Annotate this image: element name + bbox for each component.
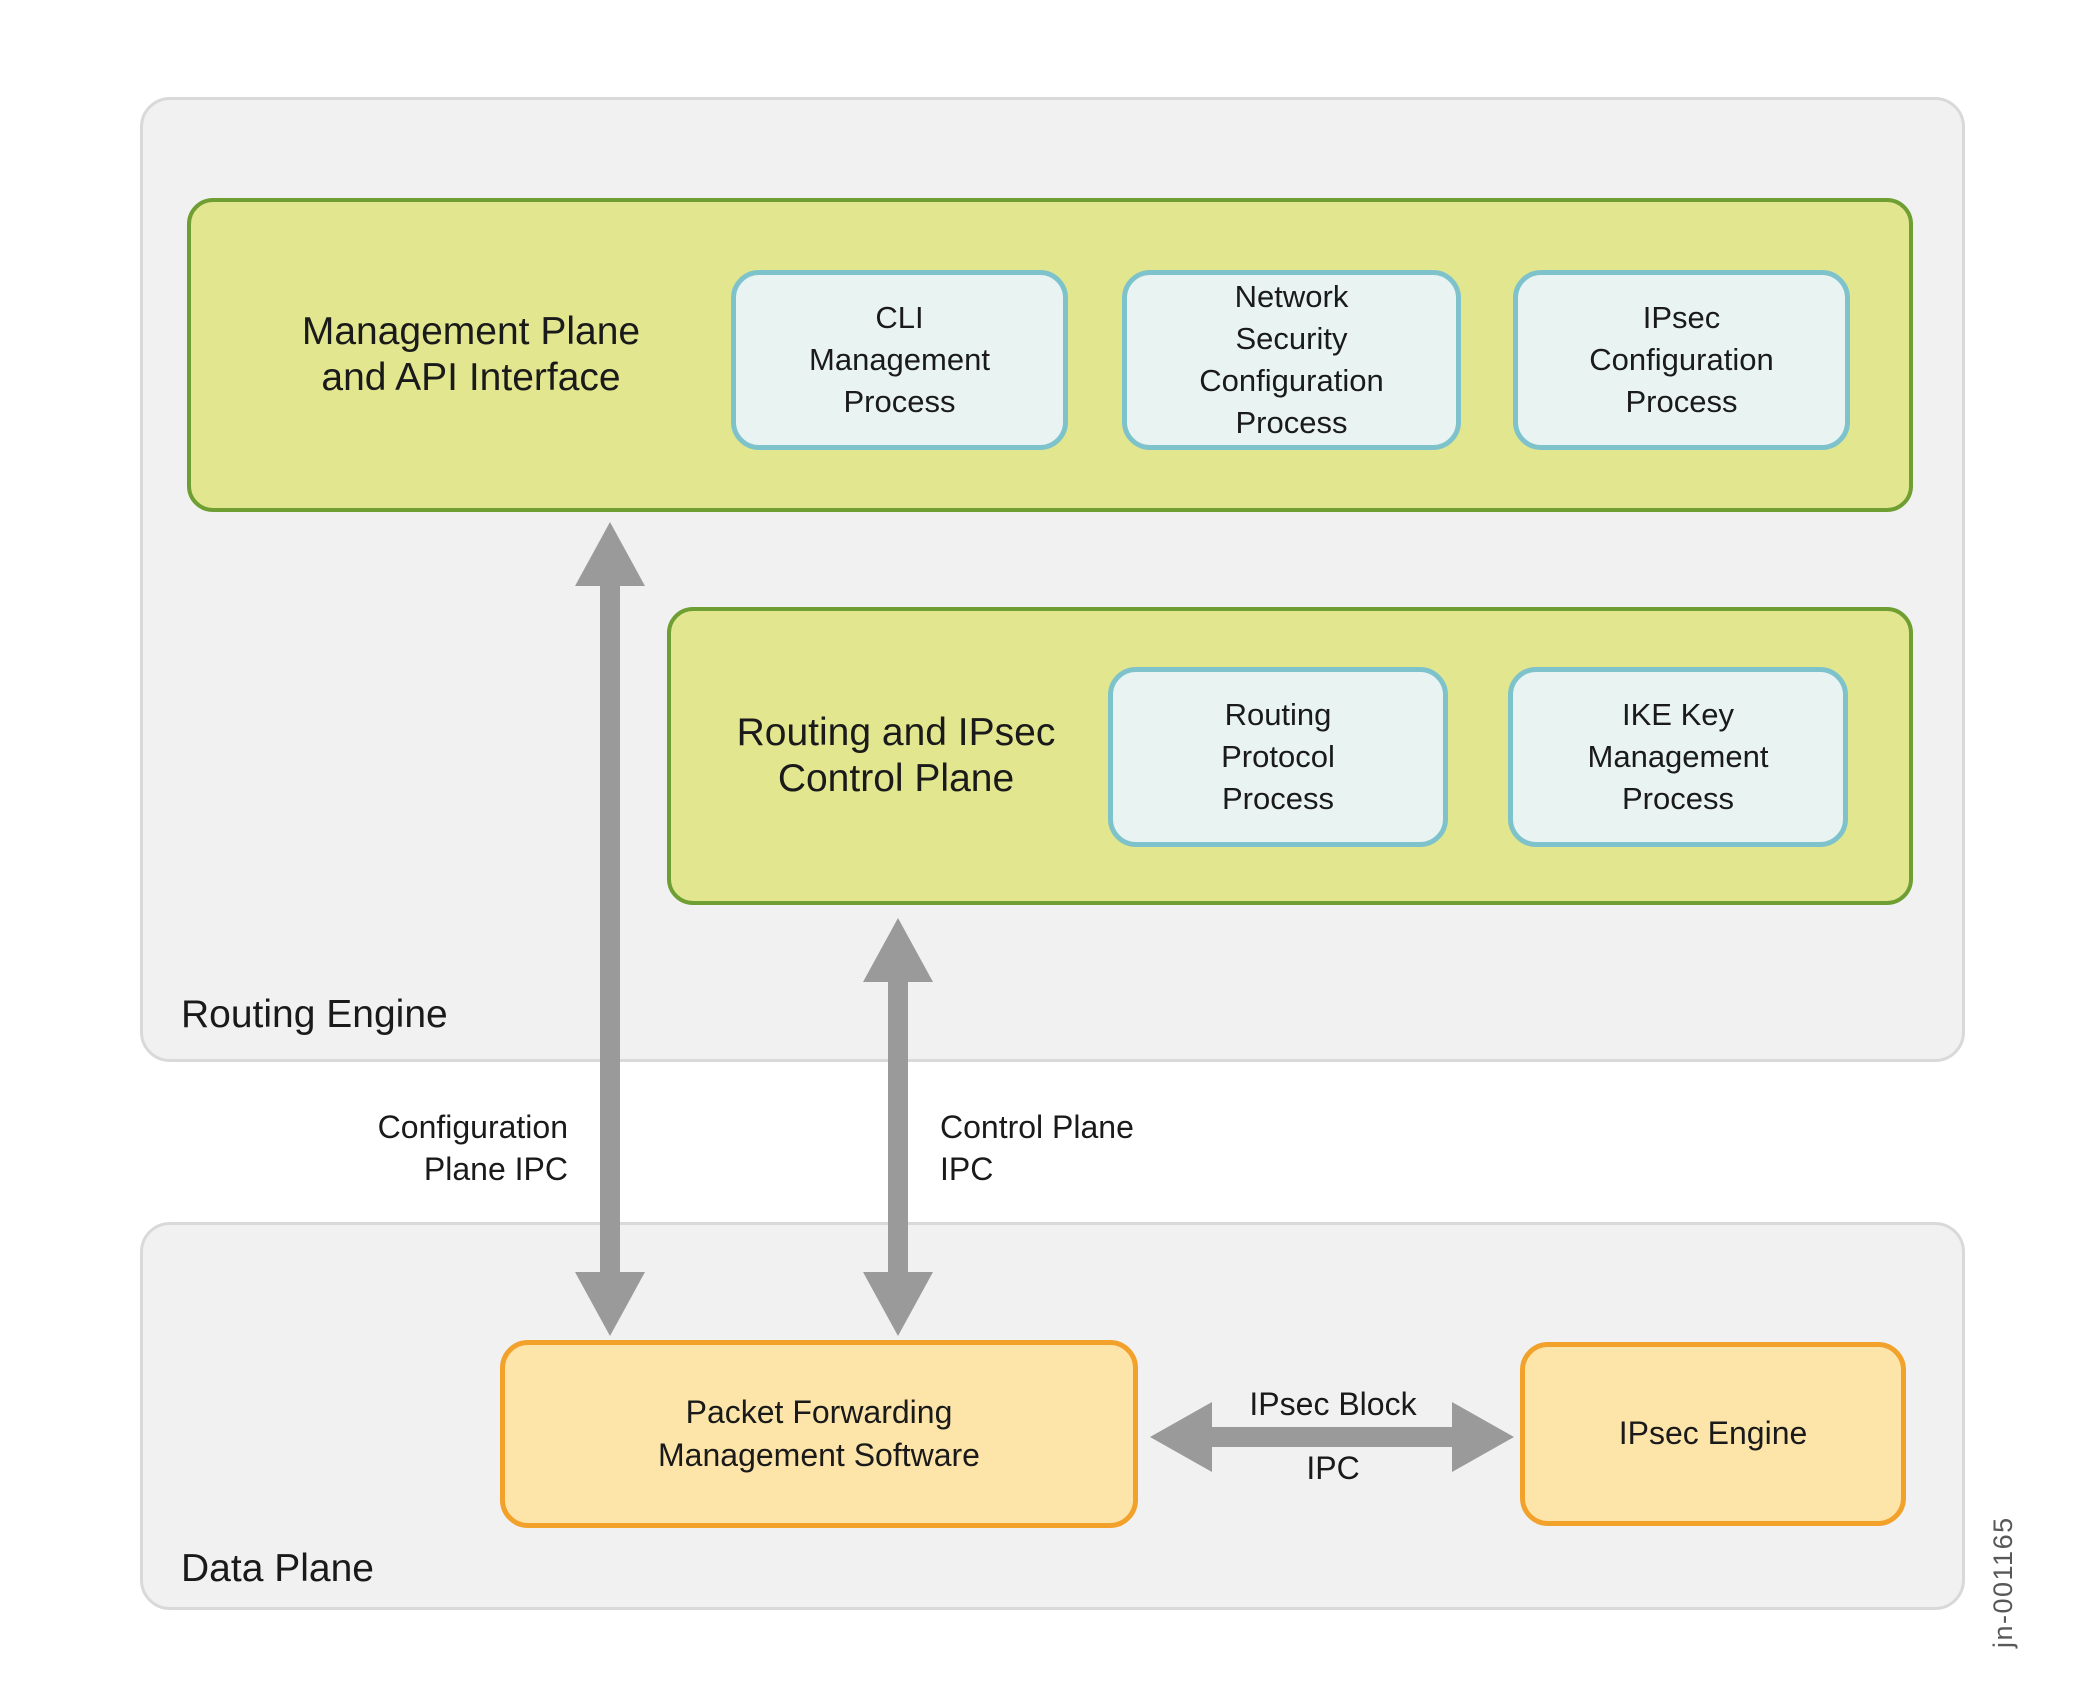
- routing-ipsec-control-plane-title: Routing and IPsec Control Plane: [736, 710, 1056, 800]
- process-box-routing-protocol: Routing Protocol Process: [1108, 667, 1448, 847]
- process-box-cli-management: CLI Management Process: [731, 270, 1068, 450]
- ipsec-block-ipc-label-bottom: IPC: [1306, 1450, 1360, 1486]
- process-box-network-security-configuration: Network Security Configuration Process: [1122, 270, 1461, 450]
- ipsec-engine-box: IPsec Engine: [1520, 1342, 1906, 1526]
- packet-forwarding-management-software-box: Packet Forwarding Management Software: [500, 1340, 1138, 1528]
- data-plane-label: Data Plane: [181, 1547, 374, 1590]
- process-box-ike-key-management: IKE Key Management Process: [1508, 667, 1848, 847]
- routing-engine-label: Routing Engine: [181, 993, 448, 1036]
- management-plane-title: Management Plane and API Interface: [301, 309, 641, 399]
- ipsec-block-ipc-label-top: IPsec Block: [1249, 1386, 1417, 1422]
- figure-id-watermark: jn-001165: [1988, 1516, 2018, 1648]
- configuration-plane-ipc-label: Configuration Plane IPC: [377, 1109, 568, 1187]
- routing-ipsec-control-plane-box: Routing and IPsec Control Plane Routing …: [667, 607, 1913, 905]
- management-plane-box: Management Plane and API Interface CLI M…: [187, 198, 1913, 512]
- control-plane-ipc-label: Control Plane IPC: [940, 1109, 1134, 1187]
- process-box-ipsec-configuration: IPsec Configuration Process: [1513, 270, 1850, 450]
